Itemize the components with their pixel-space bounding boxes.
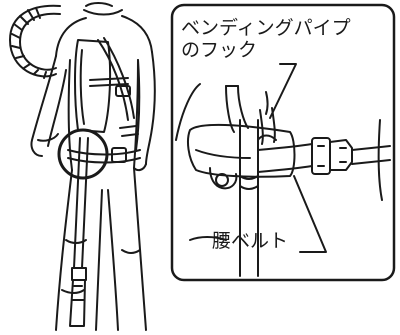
straight-pipe [69, 137, 89, 327]
leader-line-belt [293, 175, 327, 253]
detail-waist-belt [257, 137, 391, 175]
backpack-unit [74, 37, 139, 137]
detail-back-pad [187, 123, 296, 190]
bending-pipe [9, 4, 61, 79]
detail-torso [175, 83, 383, 241]
worker-figure [30, 2, 156, 331]
detail-magnifier-circle [57, 128, 109, 180]
label-hook-line1: ベンディングパイプ [181, 17, 351, 39]
detail-pipe [239, 119, 259, 277]
label-bending-pipe-hook: ベンディングパイプ のフック [181, 17, 351, 61]
label-waist-belt: 腰ベルト [212, 230, 289, 252]
leader-line-hook [269, 63, 297, 119]
detail-hook [225, 85, 277, 145]
label-hook-line2: のフック [181, 39, 258, 61]
detail-callout-box [170, 3, 396, 282]
